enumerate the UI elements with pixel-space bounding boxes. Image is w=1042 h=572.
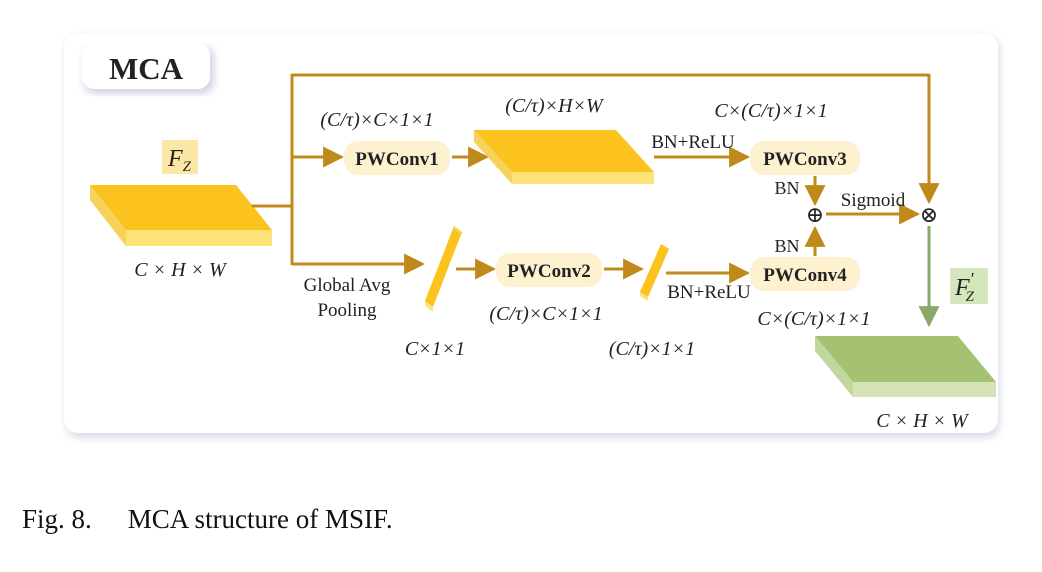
- sigmoid-label: Sigmoid: [841, 190, 906, 211]
- feature-map: [474, 130, 654, 184]
- mul-symbol: ⊗: [920, 202, 938, 227]
- title-box: [82, 43, 210, 89]
- fz-prime-label-bg: [950, 268, 988, 304]
- figure-caption: Fig. 8. MCA structure of MSIF.: [22, 504, 393, 535]
- panel: [64, 33, 998, 433]
- conv1-dims: (C/τ)×C×1×1: [320, 109, 433, 131]
- pwconv3-block: [750, 141, 860, 175]
- pwconv1-block: [344, 141, 450, 175]
- output-tensor: [815, 336, 996, 397]
- pwconv3-label: PWConv3: [763, 149, 846, 170]
- gap-line2: Pooling: [317, 300, 377, 321]
- feature-dims: (C/τ)×H×W: [505, 95, 605, 117]
- ct11-dims: (C/τ)×1×1: [609, 338, 695, 360]
- pwconv2-block: [496, 253, 602, 287]
- bn-relu-top: BN+ReLU: [651, 132, 735, 153]
- gap-line1: Global Avg: [304, 275, 391, 296]
- c11-dims: C×1×1: [405, 338, 465, 360]
- bn-lower: BN: [774, 236, 799, 256]
- conv2-dims: (C/τ)×C×1×1: [489, 303, 602, 325]
- input-dims: C × H × W: [134, 259, 228, 281]
- pwconv2-label: PWConv2: [507, 261, 590, 282]
- vector-bar-c: [425, 226, 462, 312]
- fz-label-bg: [162, 140, 198, 174]
- output-dims: C × H × W: [876, 410, 970, 432]
- pwconv1-label: PWConv1: [355, 149, 438, 170]
- title: MCA: [109, 51, 184, 86]
- bn-relu-bottom: BN+ReLU: [667, 282, 751, 303]
- conv4-dims: C×(C/τ)×1×1: [757, 308, 870, 330]
- fz-prime-label: F′Z: [954, 269, 975, 305]
- pwconv4-label: PWConv4: [763, 265, 847, 286]
- pwconv4-block: [750, 257, 860, 291]
- bn-upper: BN: [774, 178, 799, 198]
- vector-bar-ct: [640, 244, 669, 301]
- input-tensor: [90, 185, 272, 246]
- add-symbol: ⊕: [806, 202, 824, 227]
- conv3-dims: C×(C/τ)×1×1: [714, 100, 827, 122]
- fz-label: FZ: [167, 146, 192, 175]
- caption-fig: Fig. 8.: [22, 504, 92, 534]
- caption-text: MCA structure of MSIF.: [127, 504, 393, 534]
